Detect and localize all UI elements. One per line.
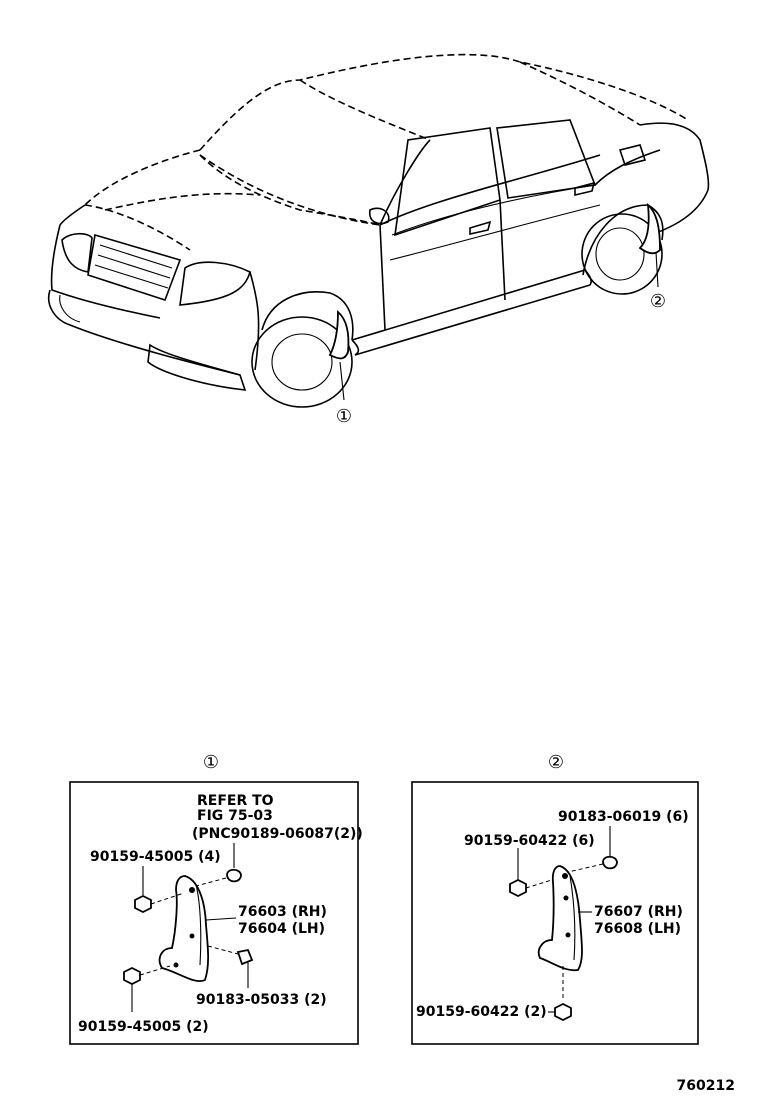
panel-1-frame	[69, 781, 359, 1045]
panel-1-bolt-bottom-label: 90159-45005 (2)	[78, 1019, 209, 1035]
panel-2-clip-label: 90183-06019 (6)	[558, 809, 689, 825]
panel-2-clip-top	[567, 826, 618, 873]
panel-2-mudguard-rh-label: 76607 (RH)	[594, 904, 683, 920]
panel-2-mudguard-lh-label: 76608 (LH)	[594, 921, 681, 937]
callout-1-label: ①	[336, 406, 352, 427]
panel-2-heading: ②	[548, 752, 564, 773]
callout-2-label: ②	[650, 291, 666, 312]
panel-1-refer-line3: (PNC90189-06087(2))	[192, 826, 363, 842]
panel-1-heading: ①	[203, 752, 219, 773]
panel-1-clip-top	[195, 843, 242, 887]
front-mudguard-on-car	[328, 310, 350, 360]
rear-mudguard-on-car	[638, 202, 661, 255]
panel-2-bolt-top-label: 90159-60422 (6)	[464, 833, 595, 849]
panel-1-mudguard-lh-label: 76604 (LH)	[238, 921, 325, 937]
panel-1-clip-bottom	[207, 945, 254, 988]
panel-1-refer-line1: REFER TO	[197, 793, 274, 809]
panel-2-frame	[411, 781, 699, 1045]
panel-1-mudguard	[158, 875, 210, 982]
panel-1-bolt-top	[134, 866, 185, 914]
panel-2-bolt-top	[509, 848, 559, 898]
panel-2-bolt-bottom	[548, 966, 572, 1022]
panel-1-bolt-top-label: 90159-45005 (4)	[90, 849, 221, 865]
figure-number: 760212	[677, 1078, 735, 1094]
car-illustration	[48, 53, 710, 408]
panel-1-mudguard-leader	[205, 917, 237, 921]
panel-1-refer-note: REFER TO FIG 75-03 (PNC90189-06087(2))	[192, 793, 363, 842]
panel-1-clip-bottom-label: 90183-05033 (2)	[196, 992, 327, 1008]
panel-1-bolt-bottom	[123, 965, 171, 1012]
panel-1-refer-line2: FIG 75-03	[197, 808, 273, 824]
panel-2-mudguard	[537, 865, 583, 972]
callout-2-leader	[655, 251, 659, 288]
panel-2-bolt-bottom-label: 90159-60422 (2)	[416, 1004, 547, 1020]
callout-1-leader	[339, 361, 345, 401]
panel-1-mudguard-rh-label: 76603 (RH)	[238, 904, 327, 920]
